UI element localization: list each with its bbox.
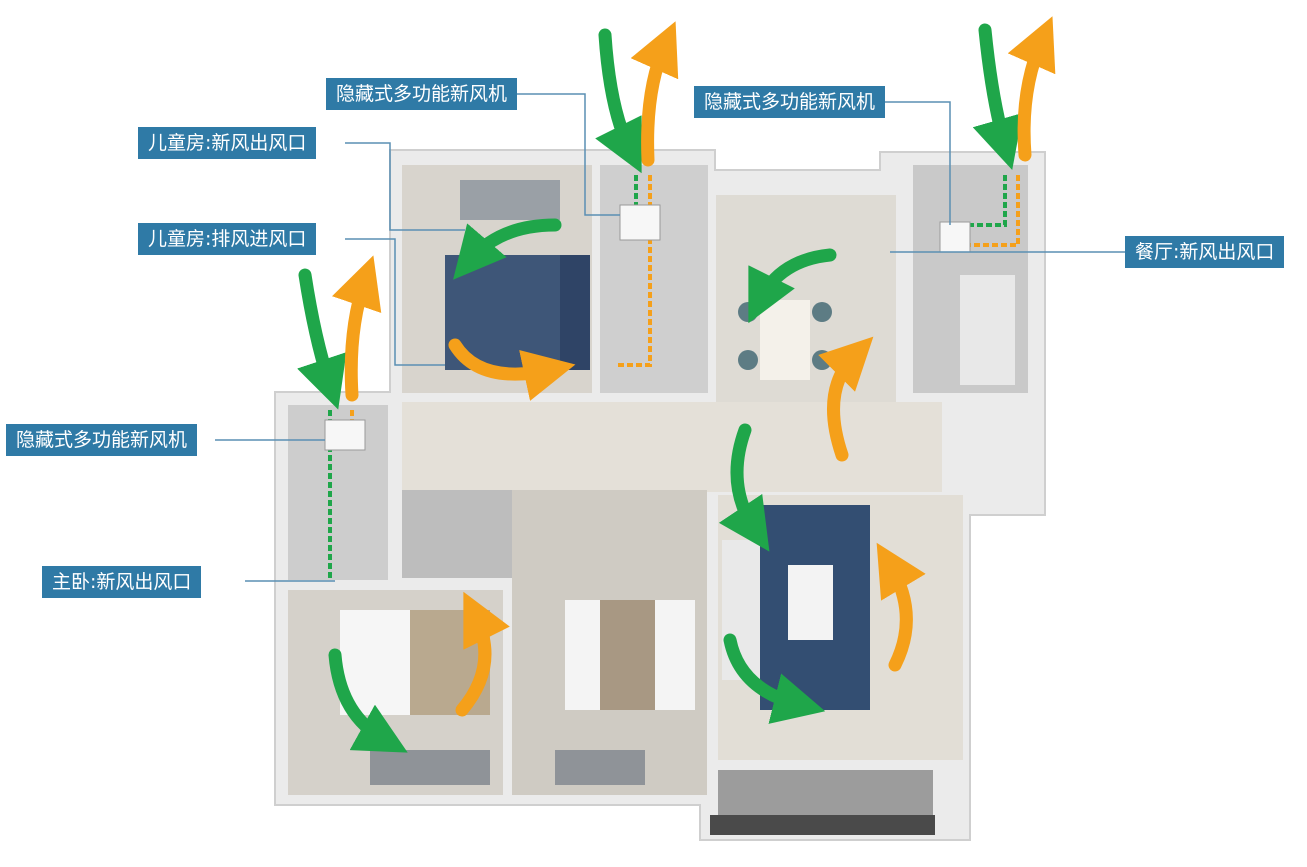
window-master <box>370 750 490 785</box>
ventilation-unit-icon <box>619 204 661 241</box>
balcony-rail <box>710 815 935 835</box>
kitchen-counter <box>960 275 1015 385</box>
coffee-table <box>788 565 833 640</box>
fresh-air-arrow-icon <box>328 648 408 753</box>
fresh-air-arrow-icon <box>453 218 562 280</box>
fresh-air-arrows <box>297 23 1023 753</box>
fresh-air-arrow-icon <box>748 248 837 324</box>
chair <box>738 350 758 370</box>
bathroom-top <box>600 165 708 393</box>
label-unit-top-right: 隐藏式多功能新风机 <box>694 86 886 118</box>
label-dining-supply: 餐厅:新风出风口 <box>1125 236 1285 268</box>
chair <box>812 302 832 322</box>
duct-fresh <box>965 175 1007 227</box>
label-child-room-supply: 儿童房:新风出风口 <box>138 127 317 159</box>
fresh-air-arrow-icon <box>718 423 770 552</box>
exhaust-air-arrow-icon <box>455 591 510 717</box>
exhaust-air-arrow-icon <box>630 21 679 167</box>
label-unit-left: 隐藏式多功能新风机 <box>6 424 198 456</box>
fresh-air-arrow-icon <box>297 268 347 410</box>
rug-child <box>560 255 590 370</box>
ventilation-unit-icon <box>324 419 366 451</box>
label-master-bedroom-supply: 主卧:新风出风口 <box>42 566 202 598</box>
fresh-air-arrow-icon <box>595 28 642 174</box>
exhaust-air-arrow-icon <box>876 542 926 672</box>
window-second <box>555 750 645 785</box>
leader-lines <box>215 93 1125 582</box>
dining-table <box>760 300 810 380</box>
exhaust-air-arrows <box>332 16 1056 717</box>
bed-second-blanket <box>600 600 655 710</box>
label-unit-top-center: 隐藏式多功能新风机 <box>326 78 518 110</box>
exhaust-air-arrow-icon <box>448 338 576 401</box>
label-child-room-exhaust: 儿童房:排风进风口 <box>138 223 317 255</box>
exhaust-air-arrow-icon <box>332 255 382 402</box>
exhaust-air-arrow-icon <box>818 336 874 462</box>
fresh-air-arrow-icon <box>723 633 826 724</box>
fresh-air-arrow-icon <box>972 23 1023 170</box>
ventilation-unit-icon <box>939 221 971 253</box>
chair <box>738 302 758 322</box>
window-child <box>460 180 560 220</box>
corridor <box>402 402 942 492</box>
chair <box>812 350 832 370</box>
exhaust-air-arrow-icon <box>1007 16 1056 162</box>
ventilation-units <box>324 204 971 451</box>
